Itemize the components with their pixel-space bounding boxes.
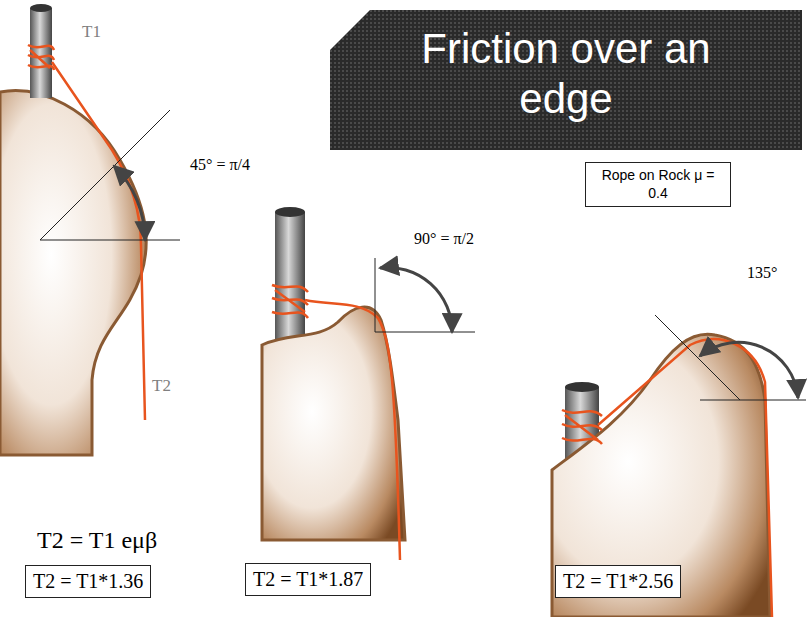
pole-top: [30, 4, 52, 12]
result-box: T2 = T1*2.56: [555, 565, 681, 598]
title-panel: Friction over an edge: [330, 10, 802, 150]
title-text: Friction over an edge: [330, 10, 802, 125]
angle-arc: [380, 267, 452, 332]
rope-wrap: [272, 285, 308, 318]
rope-wrap: [28, 45, 54, 70]
rock: [0, 91, 146, 455]
box-text: T2 = T1*1.87: [253, 568, 363, 591]
box-text: T2 = T1*1.36: [33, 570, 143, 593]
tension-label: T1: [80, 22, 103, 42]
result-box: T2 = T1*1.36: [25, 565, 151, 598]
rope: [52, 62, 145, 420]
angle-arc: [114, 166, 145, 240]
formula: T2 = T1 eμβ: [35, 527, 159, 554]
result-box: T2 = T1*1.87: [245, 563, 371, 596]
rope: [305, 300, 400, 560]
angle-lines: [375, 258, 475, 332]
tension-label: T2: [150, 376, 173, 396]
rock: [262, 307, 405, 540]
rope-wrap: [562, 410, 602, 444]
box-text: Rope on Rock μ = 0.4: [593, 167, 723, 202]
angle-lines: [40, 110, 180, 240]
angle-label: 90° = π/2: [412, 230, 476, 248]
pole-top: [275, 207, 305, 217]
angle-label: 135°: [745, 264, 779, 282]
rock: [552, 334, 770, 617]
material-box: Rope on Rock μ = 0.4: [585, 162, 731, 207]
angle-arc: [700, 342, 798, 398]
pole-top: [565, 382, 599, 392]
angle-lines: [655, 315, 806, 400]
angle-label: 45° = π/4: [188, 156, 252, 174]
box-text: T2 = T1*2.56: [563, 570, 673, 593]
